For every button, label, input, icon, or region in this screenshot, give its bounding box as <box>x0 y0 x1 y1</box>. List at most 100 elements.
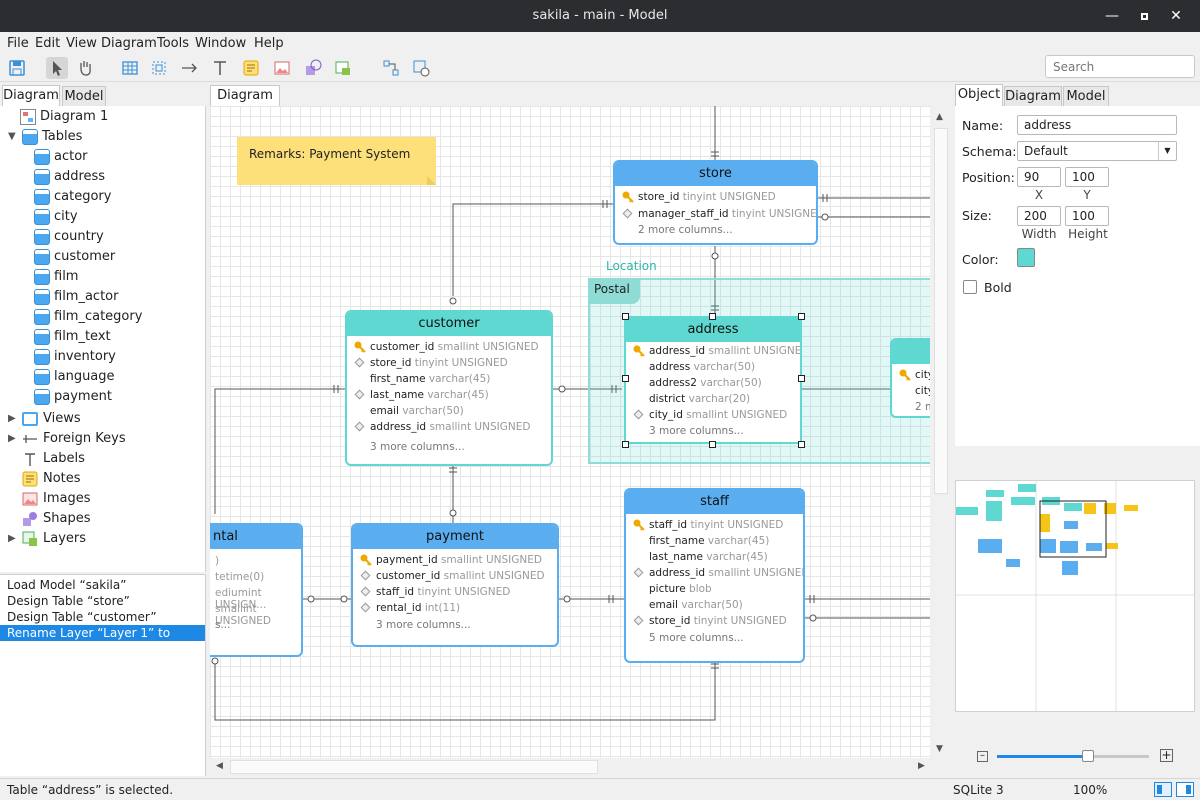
history-item-selected[interactable]: Rename Layer “Layer 1” to “Postal” <box>0 625 205 656</box>
key-icon <box>359 553 373 567</box>
chevron-right-icon[interactable]: ▶ <box>8 533 16 544</box>
resize-handle[interactable] <box>622 375 629 382</box>
zoom-slider-track[interactable] <box>997 750 1149 762</box>
layer-tool-icon[interactable] <box>332 57 354 79</box>
diagram-canvas[interactable]: Remarks: Payment System Location Postal … <box>210 106 930 758</box>
column-type: ediumint UNSIGN... <box>215 587 267 611</box>
horizontal-scrollbar[interactable]: ◀ ▶ <box>210 758 932 776</box>
label-tool-icon[interactable] <box>209 57 231 79</box>
minimap[interactable] <box>955 480 1195 712</box>
shape-tool-icon[interactable] <box>302 57 324 79</box>
scroll-right-icon[interactable]: ▶ <box>918 761 925 771</box>
name-field[interactable]: address <box>1017 115 1177 135</box>
column-diamond-icon <box>633 409 644 420</box>
zoom-in-icon[interactable]: + <box>1160 748 1173 762</box>
layer-title: Postal <box>594 282 630 296</box>
zoom-out-icon[interactable]: – <box>977 751 988 762</box>
scroll-up-icon[interactable]: ▲ <box>936 112 943 122</box>
vertical-scrollbar[interactable]: ▲ ▼ <box>932 106 950 758</box>
entity-store[interactable]: store store_id tinyint UNSIGNED manager_… <box>613 160 818 245</box>
note-tool-icon[interactable] <box>240 57 262 79</box>
resize-handle[interactable] <box>709 313 716 320</box>
chevron-right-icon[interactable]: ▶ <box>8 433 16 444</box>
sync-icon[interactable] <box>410 57 432 79</box>
panel-view-icon[interactable] <box>1176 782 1194 797</box>
menu-window[interactable]: Window <box>195 36 247 51</box>
history-item[interactable]: Design Table “customer” <box>7 610 157 624</box>
column-type: varchar(50) <box>700 377 762 389</box>
schema-select[interactable]: Default ▼ <box>1017 141 1177 161</box>
column-name: city_id <box>649 409 683 421</box>
width-field[interactable]: 200 <box>1017 206 1061 226</box>
column-name: address_id <box>649 567 706 579</box>
column-diamond-icon <box>360 570 371 581</box>
bold-checkbox[interactable] <box>963 280 977 294</box>
column-name: address2 <box>649 377 697 389</box>
maximize-icon[interactable] <box>1134 6 1154 26</box>
zoom-slider-thumb[interactable] <box>1082 750 1095 762</box>
resize-handle[interactable] <box>622 313 629 320</box>
position-x-field[interactable]: 90 <box>1017 167 1061 187</box>
menu-view[interactable]: View <box>66 36 97 51</box>
history-item[interactable]: Design Table “store” <box>7 594 130 608</box>
entity-address[interactable]: address address_id smallint UNSIGNED add… <box>624 316 802 444</box>
note-remarks[interactable]: Remarks: Payment System <box>237 137 436 185</box>
tab-left-diagram[interactable]: Diagram <box>2 85 60 107</box>
resize-handle[interactable] <box>798 313 805 320</box>
column-diamond-icon <box>633 615 644 626</box>
tree-item-label: address <box>54 169 106 184</box>
menu-diagram[interactable]: Diagram <box>101 36 157 51</box>
history-item[interactable]: Load Model “sakila” <box>7 578 127 592</box>
zoom-slider-fill <box>997 755 1089 758</box>
pointer-tool-icon[interactable] <box>46 57 68 79</box>
column-name: last_name <box>649 551 703 563</box>
chevron-down-icon[interactable]: ▼ <box>8 131 16 142</box>
chevron-right-icon[interactable]: ▶ <box>8 413 16 424</box>
resize-handle[interactable] <box>798 375 805 382</box>
entity-rental[interactable]: ntal ) tetime(0) ediumint UNSIGN... smal… <box>210 523 303 657</box>
new-table-icon[interactable] <box>119 57 141 79</box>
foreign-key-icon[interactable] <box>178 57 200 79</box>
column-type: blob <box>689 583 712 595</box>
close-icon[interactable]: ✕ <box>1170 8 1182 24</box>
hand-tool-icon[interactable] <box>74 57 96 79</box>
tree-item-label: Tables <box>42 129 83 144</box>
scroll-down-icon[interactable]: ▼ <box>936 744 943 754</box>
search-input[interactable] <box>1045 55 1195 78</box>
tab-right-model[interactable]: Model <box>1063 86 1109 108</box>
resize-handle[interactable] <box>709 441 716 448</box>
tree-item-label: category <box>54 189 112 204</box>
resize-handle[interactable] <box>798 441 805 448</box>
scroll-thumb[interactable] <box>934 128 948 494</box>
menu-edit[interactable]: Edit <box>35 36 61 51</box>
save-icon[interactable] <box>6 57 28 79</box>
color-swatch[interactable] <box>1017 248 1035 267</box>
history-panel: Load Model “sakila” Design Table “store”… <box>0 574 206 776</box>
tab-object[interactable]: Object <box>955 84 1003 106</box>
entity-customer[interactable]: customer customer_id smallint UNSIGNED s… <box>345 310 553 466</box>
tree-item-label: Foreign Keys <box>43 431 126 446</box>
auto-layout-icon[interactable] <box>380 57 402 79</box>
tab-left-model[interactable]: Model <box>62 86 106 108</box>
height-field[interactable]: 100 <box>1065 206 1109 226</box>
tab-diagram-1[interactable]: Diagram 1 <box>210 85 280 123</box>
menu-help[interactable]: Help <box>254 36 284 51</box>
new-view-icon[interactable] <box>148 57 170 79</box>
menu-tools[interactable]: Tools <box>157 36 190 51</box>
tab-right-diagram[interactable]: Diagram <box>1004 86 1062 108</box>
menu-file[interactable]: File <box>7 36 29 51</box>
layer-group-label: Location <box>606 259 657 273</box>
position-y-field[interactable]: 100 <box>1065 167 1109 187</box>
schema-label: Schema: <box>962 144 1017 159</box>
entity-payment[interactable]: payment payment_id smallint UNSIGNED cus… <box>351 523 559 647</box>
layer-title-tab: Postal <box>588 278 640 304</box>
split-view-icon[interactable] <box>1154 782 1172 797</box>
scroll-left-icon[interactable]: ◀ <box>216 761 223 771</box>
scroll-thumb[interactable] <box>230 760 598 774</box>
image-tool-icon[interactable] <box>271 57 293 79</box>
resize-handle[interactable] <box>622 441 629 448</box>
entity-city[interactable]: city city 2 m <box>890 338 930 418</box>
entity-staff[interactable]: staff staff_id tinyint UNSIGNED first_na… <box>624 488 805 663</box>
chevron-down-icon[interactable]: ▼ <box>1158 142 1176 160</box>
minimize-icon[interactable]: — <box>1105 8 1119 24</box>
